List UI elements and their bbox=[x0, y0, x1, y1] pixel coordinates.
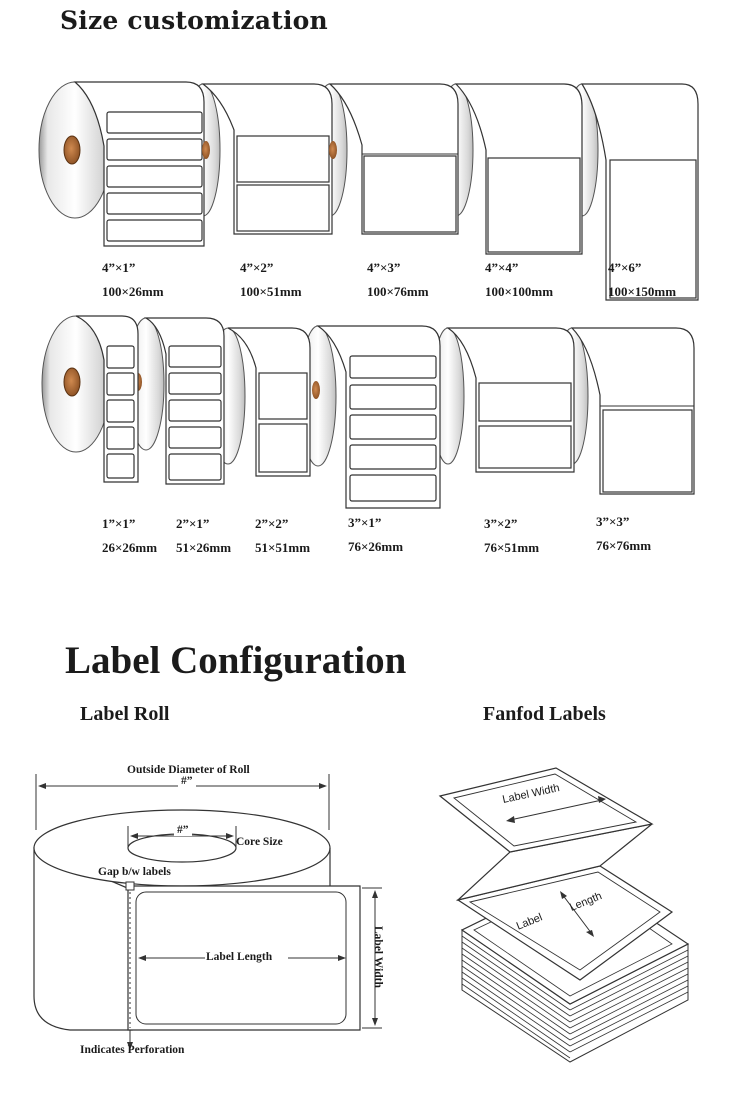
roll-4x1 bbox=[38, 81, 205, 247]
config-section-title: Label Configuration bbox=[65, 639, 407, 682]
size-mm: 76×76mm bbox=[596, 538, 652, 553]
size-caption-3x2: 3”×2” 76×51mm bbox=[484, 512, 539, 560]
size-mm: 100×150mm bbox=[608, 284, 677, 299]
size-inch: 3”×2” bbox=[484, 516, 518, 531]
roll-1x1 bbox=[41, 315, 139, 483]
size-inch: 4”×6” bbox=[608, 260, 642, 275]
size-caption-2x1: 2”×1” 51×26mm bbox=[176, 512, 231, 560]
roll-3x1 bbox=[299, 325, 441, 509]
size-inch: 3”×1” bbox=[348, 515, 382, 530]
gap-label: Gap b/w labels bbox=[98, 866, 171, 878]
size-inch: 1”×1” bbox=[102, 516, 136, 531]
perforation-label: Indicates Perforation bbox=[80, 1044, 185, 1056]
size-caption-4x4: 4”×4” 100×100mm bbox=[485, 256, 553, 304]
size-inch: 4”×3” bbox=[367, 260, 401, 275]
size-inch: 2”×2” bbox=[255, 516, 289, 531]
size-caption-4x3: 4”×3” 100×76mm bbox=[367, 256, 429, 304]
fanfold-title: Fanfod Labels bbox=[483, 703, 606, 725]
size-caption-1x1: 1”×1” 26×26mm bbox=[102, 512, 157, 560]
size-mm: 76×26mm bbox=[348, 539, 404, 554]
size-mm: 26×26mm bbox=[102, 540, 158, 555]
core-diameter-value: #” bbox=[174, 824, 192, 836]
size-caption-4x2: 4”×2” 100×51mm bbox=[240, 256, 302, 304]
size-inch: 4”×2” bbox=[240, 260, 274, 275]
size-inch: 2”×1” bbox=[176, 516, 210, 531]
size-caption-4x1: 4”×1” 100×26mm bbox=[102, 256, 164, 304]
size-caption-4x6: 4”×6” 100×150mm bbox=[608, 256, 676, 304]
outside-diameter-value: #” bbox=[178, 775, 196, 787]
label-roll-title: Label Roll bbox=[80, 703, 170, 725]
size-mm: 76×51mm bbox=[484, 540, 540, 555]
core-size-label: Core Size bbox=[236, 836, 283, 848]
size-mm: 100×100mm bbox=[485, 284, 554, 299]
size-caption-3x1: 3”×1” 76×26mm bbox=[348, 511, 403, 559]
roll-3x3 bbox=[555, 327, 695, 495]
size-mm: 51×26mm bbox=[176, 540, 232, 555]
size-mm: 100×26mm bbox=[102, 284, 164, 299]
roll-4x6 bbox=[565, 83, 699, 301]
size-mm: 51×51mm bbox=[255, 540, 311, 555]
size-section-title: Size customization bbox=[60, 6, 328, 35]
roll-4x2 bbox=[185, 83, 333, 235]
label-length-label: Label Length bbox=[206, 951, 273, 963]
size-inch: 3”×3” bbox=[596, 514, 630, 529]
outside-diameter-label: Outside Diameter of Roll bbox=[127, 764, 250, 776]
size-inch: 4”×4” bbox=[485, 260, 519, 275]
size-rolls-illustration bbox=[38, 81, 699, 509]
size-caption-3x3: 3”×3” 76×76mm bbox=[596, 510, 651, 558]
roll-4x3 bbox=[312, 83, 459, 235]
size-caption-2x2: 2”×2” 51×51mm bbox=[255, 512, 310, 560]
size-mm: 100×51mm bbox=[240, 284, 302, 299]
size-mm: 100×76mm bbox=[367, 284, 429, 299]
size-inch: 4”×1” bbox=[102, 260, 136, 275]
